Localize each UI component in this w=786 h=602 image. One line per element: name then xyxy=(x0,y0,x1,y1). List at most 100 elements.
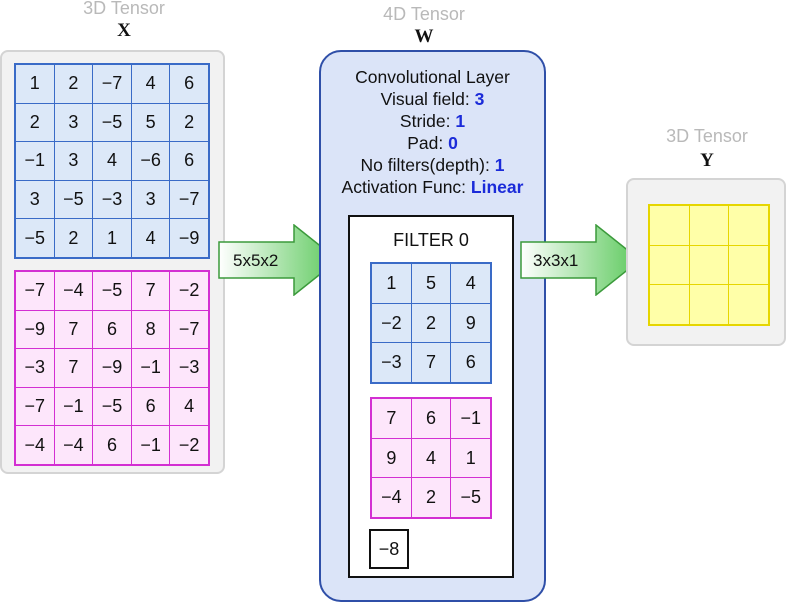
matrix-cell xyxy=(688,204,730,246)
matrix-cell: 5 xyxy=(410,262,452,304)
param-label: Activation Func: xyxy=(341,177,467,197)
matrix-cell: 1 xyxy=(370,262,412,304)
matrix-row xyxy=(648,244,770,286)
param-stride: Stride: 1 xyxy=(319,110,546,132)
param-value: 3 xyxy=(474,89,485,109)
matrix-cell: 7 xyxy=(410,342,452,384)
matrix-cell: 4 xyxy=(130,218,171,259)
matrix-cell: 2 xyxy=(410,477,452,519)
matrix-cell: −5 xyxy=(92,102,132,143)
param-visual-field: Visual field: 3 xyxy=(319,88,546,110)
input-to-layer-arrow xyxy=(218,224,340,296)
matrix-cell: 1 xyxy=(450,437,492,479)
matrix-cell: 4 xyxy=(410,437,452,479)
matrix-cell: −4 xyxy=(370,477,412,519)
param-value: 0 xyxy=(448,133,458,153)
param-label: Pad: xyxy=(407,133,444,153)
matrix-cell: 4 xyxy=(169,386,210,427)
layer-tensor-caption: 4D Tensor xyxy=(383,4,465,24)
matrix-cell xyxy=(648,284,690,326)
matrix-cell: 6 xyxy=(169,141,210,181)
matrix-cell: 4 xyxy=(130,63,171,104)
matrix-cell xyxy=(648,204,690,246)
matrix-cell: −7 xyxy=(169,179,210,220)
matrix-cell: −1 xyxy=(53,386,94,427)
matrix-cell xyxy=(648,244,690,286)
matrix-cell: −5 xyxy=(53,179,94,220)
matrix-cell: 7 xyxy=(370,397,412,439)
matrix-cell: −5 xyxy=(92,270,132,311)
matrix-cell: −7 xyxy=(14,386,55,427)
filter-0-title: FILTER 0 xyxy=(393,230,469,250)
output-size-label: 3x3x1 xyxy=(533,251,579,270)
matrix-cell: −6 xyxy=(130,141,171,181)
matrix-cell: −9 xyxy=(92,348,132,388)
matrix-cell: 5 xyxy=(130,102,171,143)
param-pad: Pad: 0 xyxy=(319,132,546,154)
matrix-cell: 6 xyxy=(410,397,452,439)
conv-layer-title: Convolutional Layer xyxy=(355,67,510,87)
matrix-cell: 6 xyxy=(92,425,132,466)
matrix-cell: −2 xyxy=(370,302,412,344)
matrix-row xyxy=(648,284,770,326)
matrix-cell: −2 xyxy=(169,425,210,466)
matrix-cell: 2 xyxy=(14,102,55,143)
matrix-cell: 3 xyxy=(53,141,94,181)
matrix-cell: 3 xyxy=(14,179,55,220)
matrix-cell: −3 xyxy=(92,179,132,220)
matrix-cell: −1 xyxy=(450,397,492,439)
param-num-filters: No filters(depth): 1 xyxy=(319,154,546,176)
param-activation: Activation Func: Linear xyxy=(319,176,546,198)
matrix-cell: 2 xyxy=(53,63,94,104)
matrix-cell: −5 xyxy=(14,218,55,259)
matrix-cell: −1 xyxy=(130,348,171,388)
matrix-cell: 4 xyxy=(92,141,132,181)
matrix-cell: 9 xyxy=(370,437,412,479)
matrix-cell: −4 xyxy=(53,270,94,311)
filter-bias-value: −8 xyxy=(369,529,409,569)
param-label: Stride: xyxy=(399,111,451,131)
matrix-cell: 1 xyxy=(14,63,55,104)
matrix-cell xyxy=(688,244,730,286)
matrix-cell: −9 xyxy=(169,218,210,259)
matrix-cell: 7 xyxy=(53,309,94,350)
matrix-cell: −2 xyxy=(169,270,210,311)
matrix-cell: −4 xyxy=(14,425,55,466)
input-tensor-caption: 3D Tensor xyxy=(83,0,165,18)
matrix-cell: −7 xyxy=(169,309,210,350)
layer-to-output-arrow xyxy=(520,224,642,296)
matrix-cell: 6 xyxy=(169,63,210,104)
matrix-cell: 9 xyxy=(450,302,492,344)
param-value: Linear xyxy=(470,177,524,197)
matrix-cell: 1 xyxy=(92,218,132,259)
matrix-cell: 2 xyxy=(410,302,452,344)
matrix-cell xyxy=(728,244,770,286)
matrix-cell: 2 xyxy=(169,102,210,143)
matrix-cell: −3 xyxy=(14,348,55,388)
input-tensor-name: X xyxy=(117,20,131,41)
matrix-cell: 3 xyxy=(53,102,94,143)
input-size-label: 5x5x2 xyxy=(233,251,279,270)
matrix-cell: −1 xyxy=(130,425,171,466)
matrix-cell: −3 xyxy=(370,342,412,384)
matrix-cell: −3 xyxy=(169,348,210,388)
matrix-cell: 2 xyxy=(53,218,94,259)
matrix-cell: 7 xyxy=(130,270,171,311)
matrix-cell: −7 xyxy=(14,270,55,311)
output-tensor-name: Y xyxy=(700,150,714,171)
conv-layer-info: Convolutional Layer Visual field: 3 Stri… xyxy=(319,66,546,198)
